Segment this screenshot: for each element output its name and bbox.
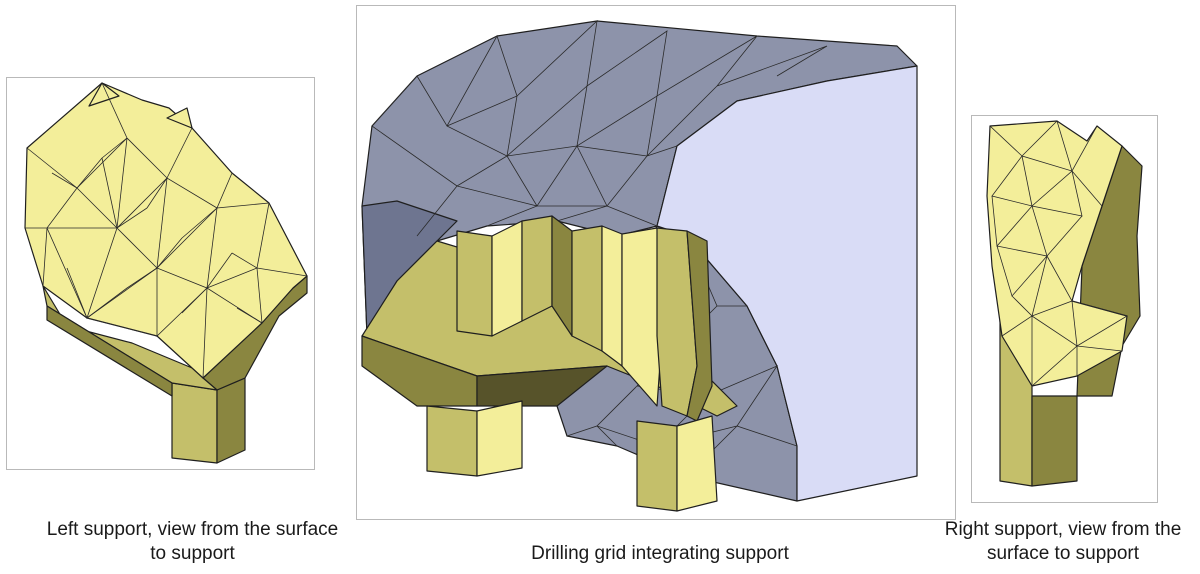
right-support-panel [971,115,1158,503]
left-support-panel [6,77,315,470]
pillar-c-front [571,225,603,352]
pillar-c-side [601,225,623,367]
support-block-front [361,335,478,407]
pillar-a-front [456,230,493,337]
support-right-foot-front [636,420,678,512]
right-support-caption: Right support, view from the surface to … [944,519,1182,564]
left-support-caption: Left support, view from the surface to s… [46,519,339,564]
drilling-grid-figure [361,19,918,512]
left-support-figure [24,82,308,464]
pillar-b-front [521,215,553,322]
support-block-side [476,365,608,407]
left-spike-a [88,82,120,107]
right-mesh-lines [989,120,1129,387]
grid-mesh-lines [371,19,828,477]
right-stem-side [1031,395,1078,487]
left-stem-side [216,377,246,464]
left-block-under [46,305,173,397]
support-left-foot-front [426,405,478,477]
drilling-grid-caption: Drilling grid integrating support [531,543,789,564]
left-mesh-top [24,82,308,379]
left-mesh-lines [25,82,308,379]
pillar-a-side [491,220,523,337]
support-left-foot-side [476,400,523,477]
left-stem-front [171,382,218,464]
left-spike-b [166,107,193,129]
drilling-grid-panel [356,5,956,520]
right-support-figure [986,120,1143,487]
support-right-foot-side [676,415,718,512]
